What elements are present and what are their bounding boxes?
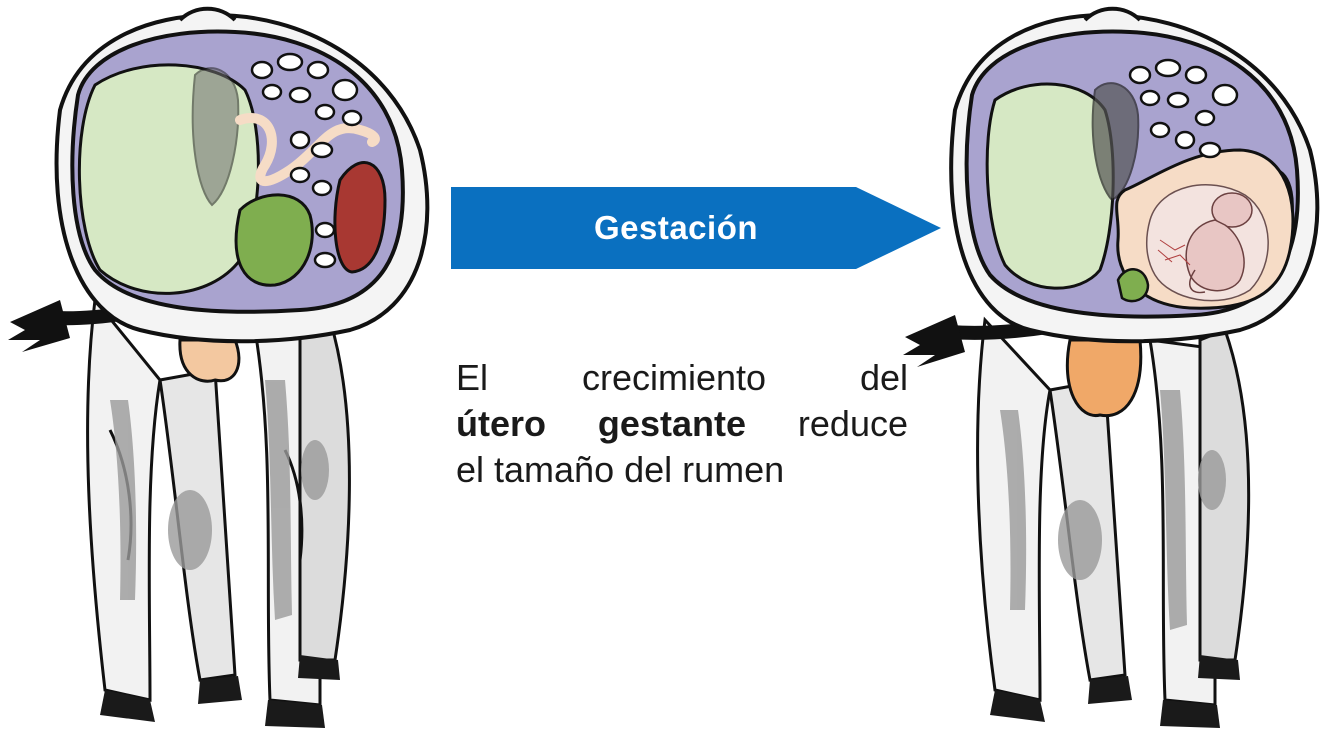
reticulum — [1091, 82, 1140, 202]
cow-spine-ridge — [1083, 6, 1142, 22]
caption-line-3: el tamaño del rumen — [456, 449, 785, 490]
caption-bold-term: útero gestante — [456, 403, 746, 444]
udder-enlarged — [1065, 338, 1143, 418]
hooves — [990, 655, 1240, 728]
caption-text: El crecimiento del útero gestante reduce… — [456, 355, 908, 493]
caption-line-2: útero gestante reduce — [456, 403, 908, 444]
udder — [178, 338, 241, 383]
rumen-reduced — [985, 82, 1115, 290]
gestation-arrow — [451, 187, 941, 269]
fetus — [1185, 192, 1253, 294]
intestine-loops — [1128, 58, 1239, 159]
cow-spine-ridge — [178, 6, 237, 22]
small-uterus — [235, 113, 380, 187]
omasum — [1116, 268, 1150, 303]
omasum — [234, 193, 314, 287]
non-pregnant-cow-illustration — [8, 6, 430, 728]
hooves — [100, 655, 340, 728]
reticulum — [191, 67, 240, 207]
placental-vessels — [1157, 239, 1191, 266]
caption-line-1: El crecimiento del — [456, 357, 908, 398]
cow-leg-shading — [1000, 390, 1226, 630]
intestine-loops — [250, 52, 363, 269]
gestation-arrow-label: Gestación — [593, 209, 759, 246]
cow-leg-shading — [110, 380, 329, 620]
pregnant-cow-illustration — [903, 6, 1320, 728]
spleen — [333, 161, 387, 274]
